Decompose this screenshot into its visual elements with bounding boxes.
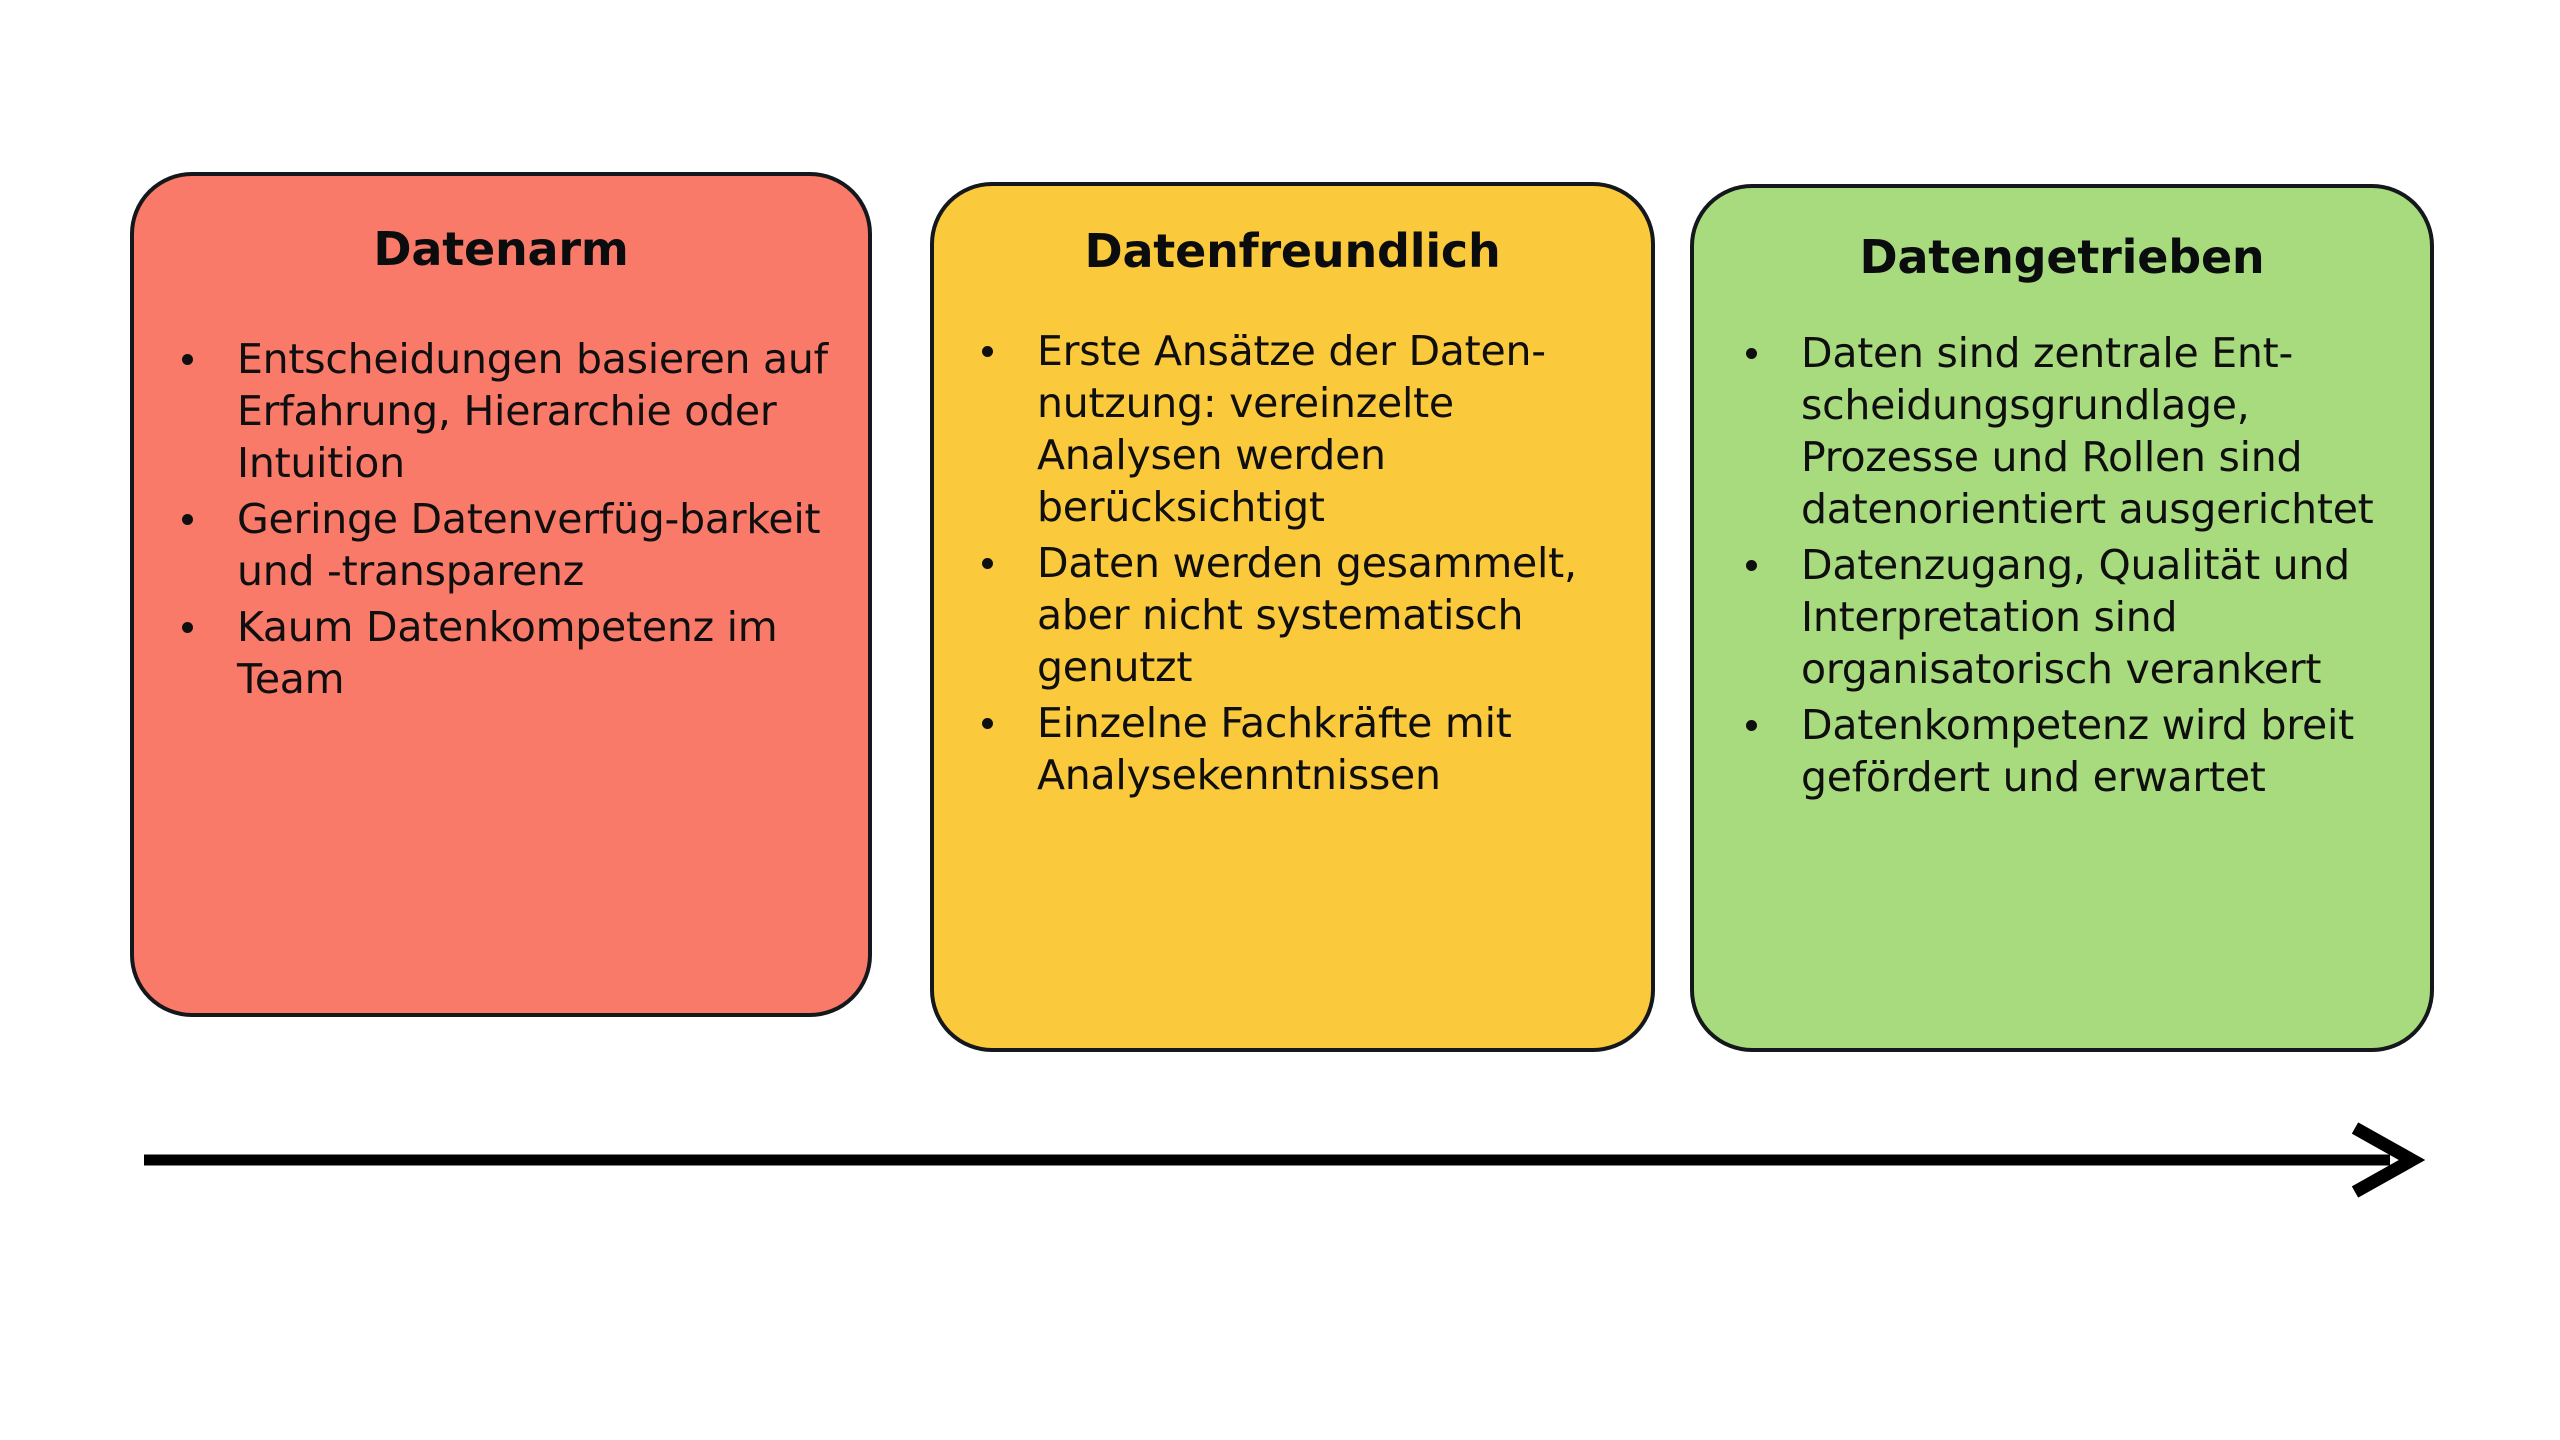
bullet-dot-icon (1746, 560, 1757, 572)
bullet-dot-icon (982, 718, 993, 730)
stage-title-datenarm: Datenarm (373, 222, 629, 276)
list-item: Geringe Datenverfüg-barkeit und -transpa… (174, 493, 844, 597)
list-item: Daten sind zentrale Ent-scheidungsgrundl… (1738, 327, 2406, 535)
stage-card-datenarm[interactable]: Datenarm Entscheidungen basieren auf Erf… (130, 172, 872, 1017)
list-item-label: Datenzugang, Qualität und Interpretation… (1801, 540, 2350, 693)
bullet-dot-icon (982, 558, 993, 570)
bullet-dot-icon (182, 514, 193, 526)
list-item-label: Geringe Datenverfüg-barkeit und -transpa… (237, 494, 821, 595)
list-item: Daten werden gesammelt, aber nicht syste… (974, 537, 1627, 693)
stage-cards-row: Datenarm Entscheidungen basieren auf Erf… (130, 172, 2434, 1052)
list-item: Datenkompetenz wird breit gefördert und … (1738, 699, 2406, 803)
bullet-dot-icon (182, 353, 193, 365)
list-item: Erste Ansätze der Daten-nutzung: vereinz… (974, 325, 1627, 533)
list-item: Kaum Datenkompetenz im Team (174, 601, 844, 705)
bullet-dot-icon (1746, 720, 1757, 732)
bullet-dot-icon (982, 345, 993, 357)
list-item-label: Datenkompetenz wird breit gefördert und … (1801, 701, 2354, 802)
list-item-label: Daten sind zentrale Ent-scheidungsgrundl… (1801, 328, 2374, 533)
stage-bullet-list-datenarm: Entscheidungen basieren auf Erfahrung, H… (134, 333, 868, 705)
stage-card-datengetrieben[interactable]: Datengetrieben Daten sind zentrale Ent-s… (1690, 184, 2434, 1052)
list-item: Einzelne Fachkräfte mit Analysekenntniss… (974, 697, 1627, 801)
list-item-label: Entscheidungen basieren auf Erfahrung, H… (237, 334, 828, 487)
arrow-right-icon (144, 1122, 2426, 1198)
bullet-dot-icon (182, 622, 193, 634)
stage-title-datenfreundlich: Datenfreundlich (1084, 224, 1501, 278)
list-item: Entscheidungen basieren auf Erfahrung, H… (174, 333, 844, 489)
list-item-label: Kaum Datenkompetenz im Team (237, 602, 778, 703)
stage-card-datenfreundlich[interactable]: Datenfreundlich Erste Ansätze der Daten-… (930, 182, 1655, 1052)
list-item: Datenzugang, Qualität und Interpretation… (1738, 539, 2406, 695)
list-item-label: Einzelne Fachkräfte mit Analysekenntniss… (1037, 699, 1512, 800)
stage-title-datengetrieben: Datengetrieben (1859, 230, 2265, 284)
bullet-dot-icon (1746, 347, 1757, 359)
list-item-label: Daten werden gesammelt, aber nicht syste… (1037, 538, 1577, 691)
progression-arrow (140, 1120, 2430, 1200)
stage-bullet-list-datengetrieben: Daten sind zentrale Ent-scheidungsgrundl… (1694, 327, 2430, 804)
list-item-label: Erste Ansätze der Daten-nutzung: vereinz… (1037, 326, 1546, 531)
stage-bullet-list-datenfreundlich: Erste Ansätze der Daten-nutzung: vereinz… (934, 325, 1651, 802)
